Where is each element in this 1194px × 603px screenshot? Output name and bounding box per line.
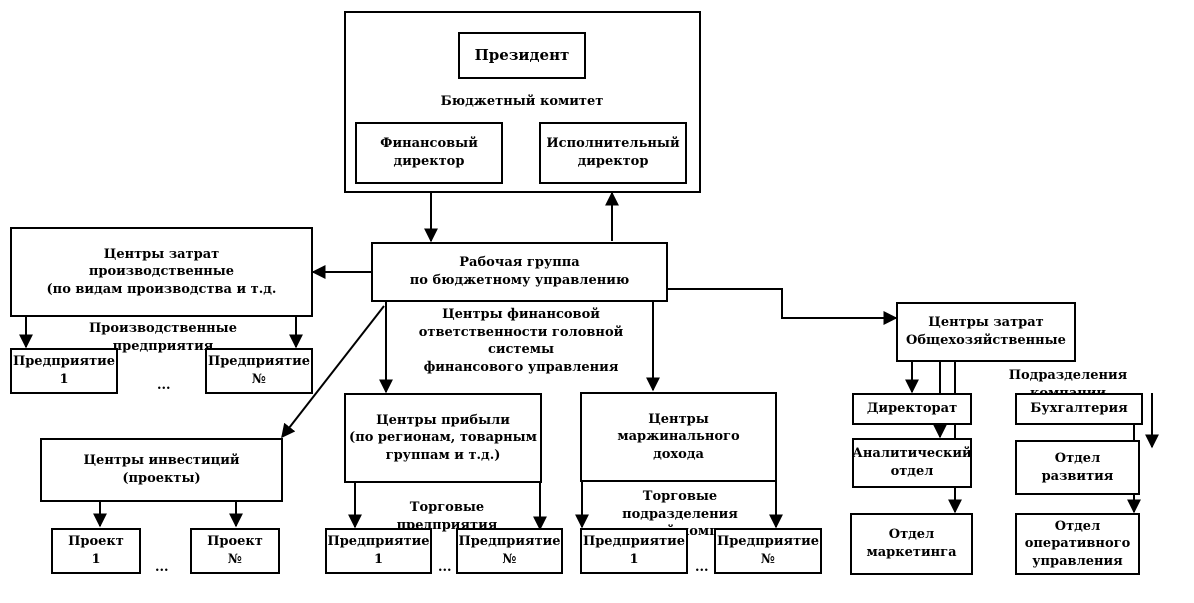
budget-committee-label: Бюджетный комитет bbox=[440, 94, 604, 109]
margin-ellipsis: ... bbox=[695, 560, 709, 575]
investment-centers-box: Центры инвестиций (проекты) bbox=[40, 438, 283, 502]
production-ellipsis: ... bbox=[157, 378, 171, 393]
profit-enterprise-1: Предприятие 1 bbox=[325, 528, 432, 574]
fin-director-box: Финансовый директор bbox=[355, 122, 503, 184]
production-cost-centers-box: Центры затрат производственные (по видам… bbox=[10, 227, 313, 317]
budget-committee-block bbox=[344, 11, 701, 193]
project-n: Проект № bbox=[190, 528, 280, 574]
directorate-box: Директорат bbox=[852, 393, 972, 425]
president-box: Президент bbox=[458, 32, 586, 79]
production-enterprise-1: Предприятие 1 bbox=[10, 348, 118, 394]
operations-dept-box: Отдел оперативного управления bbox=[1015, 513, 1140, 575]
margin-centers-box: Центры маржинального дохода bbox=[580, 392, 777, 482]
cfo-centers-label: Центры финансовой ответственности головн… bbox=[418, 307, 624, 375]
production-enterprises-label: Производственные предприятия bbox=[89, 321, 237, 354]
general-cost-centers-box: Центры затрат Общехозяйственные bbox=[896, 302, 1076, 362]
exec-director-box: Исполнительный директор bbox=[539, 122, 687, 184]
margin-enterprise-n: Предприятие № bbox=[714, 528, 822, 574]
project-1: Проект 1 bbox=[51, 528, 141, 574]
investment-ellipsis: ... bbox=[155, 560, 169, 575]
accounting-box: Бухгалтерия bbox=[1015, 393, 1143, 425]
analytics-dept-box: Аналитический отдел bbox=[852, 438, 972, 488]
margin-enterprise-1: Предприятие 1 bbox=[580, 528, 688, 574]
development-dept-box: Отдел развития bbox=[1015, 440, 1140, 495]
arrow-to-investment bbox=[281, 305, 385, 439]
arrow-to-general bbox=[667, 288, 898, 325]
profit-centers-box: Центры прибыли (по регионам, товарным гр… bbox=[344, 393, 542, 483]
profit-ellipsis: ... bbox=[438, 560, 452, 575]
marketing-dept-box: Отдел маркетинга bbox=[850, 513, 973, 575]
working-group-box: Рабочая группа по бюджетному управлению bbox=[371, 242, 668, 302]
profit-enterprise-n: Предприятие № bbox=[456, 528, 563, 574]
production-enterprise-n: Предприятие № bbox=[205, 348, 313, 394]
